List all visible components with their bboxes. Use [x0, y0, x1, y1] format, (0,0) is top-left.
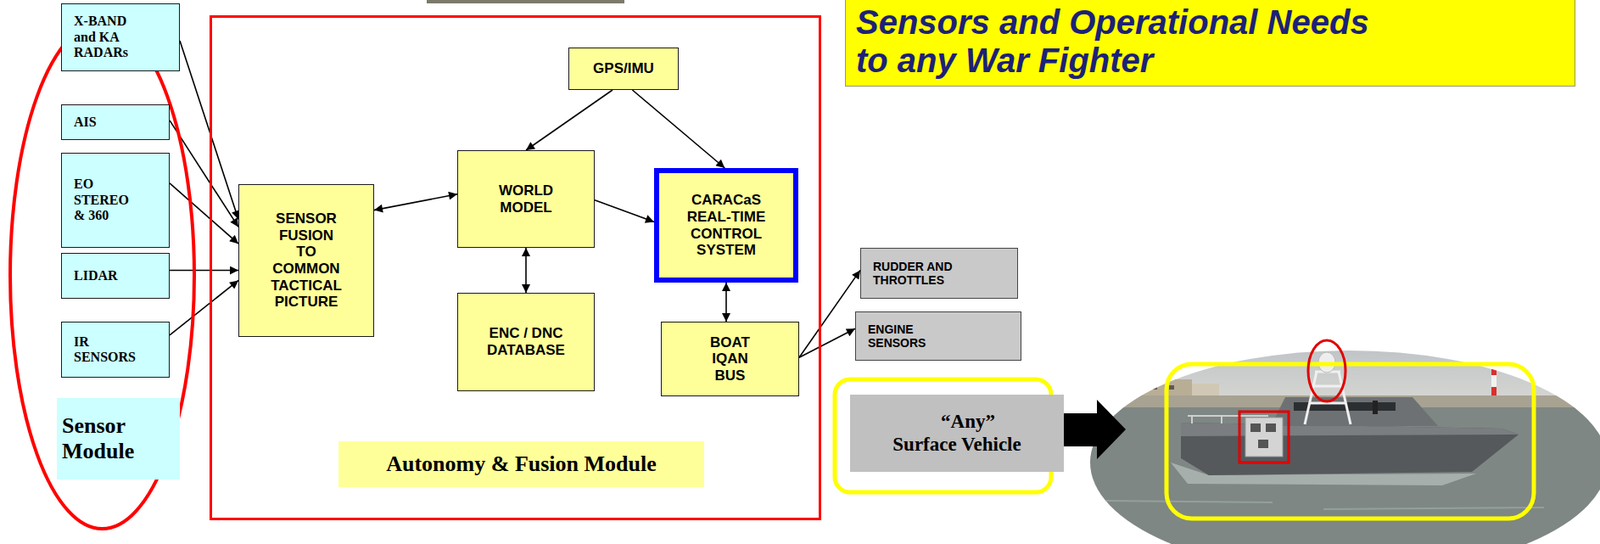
node-text: IR SENSORS	[73, 334, 139, 366]
ripple	[1102, 500, 1273, 503]
node-text: GPS/IMU	[593, 60, 655, 78]
mast-highlight	[1308, 340, 1346, 402]
node-text: Sensor Module	[61, 413, 147, 465]
sensor-lens	[1250, 423, 1261, 432]
node-text: BOAT IQAN BUS	[704, 334, 756, 385]
connector-arrow	[525, 247, 527, 293]
node-text: LIDAR	[73, 268, 118, 284]
bus-box: BOAT IQAN BUS	[660, 321, 800, 397]
sensor-lens	[1265, 423, 1276, 432]
boat-highlight	[1166, 363, 1534, 519]
sensor-box: AIS	[61, 104, 170, 140]
sensor-box: IR SENSORS	[61, 321, 170, 378]
sensor-pod	[1245, 417, 1283, 457]
radio-tower	[1491, 339, 1497, 399]
process-box: WORLD MODEL	[457, 150, 595, 248]
connector-arrow	[374, 194, 458, 211]
title-text: Sensors and Operational Needs to any War…	[855, 3, 1391, 80]
actuator-box: RUDDER AND THROTTLES	[860, 247, 1019, 299]
window	[1152, 385, 1158, 390]
process-box: SENSOR FUSION TO COMMON TACTICAL PICTURE	[238, 184, 375, 337]
building	[1102, 371, 1142, 399]
connector-arrow	[594, 200, 655, 223]
title-banner: Sensors and Operational Needs to any War…	[844, 0, 1576, 87]
sensor-box: EO STEREO & 360	[61, 152, 170, 248]
sensor-lens	[1258, 439, 1269, 448]
connector-arrow	[632, 89, 725, 168]
module-frame: Autonomy & Fusion Module GPS/IMU SENSOR FU…	[209, 15, 822, 521]
node-text: AIS	[73, 114, 97, 130]
connector-arrow	[169, 279, 239, 335]
module-ellipse: Sensor ModuleX-BAND and KA RADARsAISEO S…	[8, 20, 196, 531]
connector-arrow	[799, 269, 861, 358]
connector-arrow	[169, 269, 239, 272]
control-box: CARACaS REAL-TIME CONTROL SYSTEM	[654, 167, 799, 283]
window	[1124, 378, 1130, 383]
water	[1085, 407, 1600, 544]
cabin	[1270, 397, 1438, 426]
database-box: ENC / DNC DATABASE	[457, 292, 595, 392]
node-text: EO STEREO & 360	[73, 176, 139, 224]
node-text: ENGINE SENSORS	[867, 322, 957, 350]
node-text: Autonomy & Fusion Module	[386, 451, 657, 477]
node-text: CARACaS REAL-TIME CONTROL SYSTEM	[686, 191, 767, 258]
connector-arrow	[799, 328, 856, 358]
sensor-box: X-BAND and KA RADARs	[61, 3, 180, 72]
module-ellipse-outline	[10, 22, 195, 529]
sensor-box: LIDAR	[61, 252, 170, 299]
node-text: X-BAND and KA RADARs	[73, 13, 139, 61]
boat-photo	[1085, 339, 1600, 544]
module-label: Sensor Module	[56, 397, 180, 480]
connector-arrow	[725, 282, 728, 322]
ripple	[1323, 507, 1545, 510]
node-text: “Any” Surface Vehicle	[888, 410, 1026, 456]
window	[1111, 378, 1117, 383]
process-box: GPS/IMU	[568, 47, 679, 90]
node-text: WORLD MODEL	[487, 182, 565, 216]
railing	[1187, 414, 1269, 417]
connector-arrow	[525, 89, 613, 151]
module-label: Autonomy & Fusion Module	[338, 441, 705, 487]
node-text: ENC / DNC DATABASE	[485, 324, 567, 359]
node-text: RUDDER AND THROTTLES	[872, 259, 963, 287]
connector-arrow	[169, 183, 239, 244]
node-text: SENSOR FUSION TO COMMON TACTICAL PICTURE	[268, 210, 345, 310]
pod-highlight	[1239, 411, 1289, 463]
boat-hull	[1180, 422, 1519, 476]
railing-post	[1220, 415, 1223, 424]
railing-post	[1191, 415, 1193, 424]
vehicle-box: “Any” Surface Vehicle	[850, 394, 1064, 472]
actuator-box: ENGINE SENSORS	[855, 311, 1022, 361]
crew-figure	[1372, 400, 1378, 414]
window	[1169, 385, 1175, 390]
photo-strip	[426, 0, 625, 4]
